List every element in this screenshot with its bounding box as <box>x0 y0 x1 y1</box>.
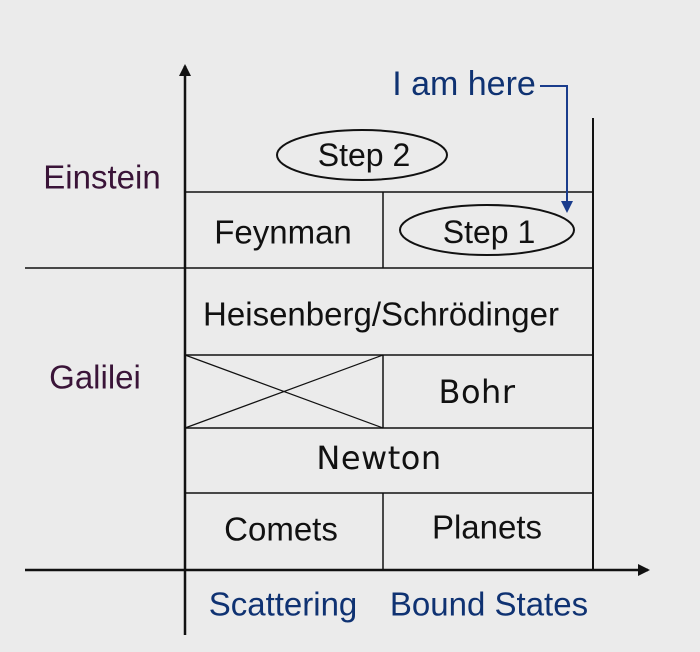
cell-bohr: Bohr <box>438 373 516 411</box>
row-label-einstein: Einstein <box>43 158 161 196</box>
step1-label: Step 1 <box>442 214 536 250</box>
pointer-label: I am here <box>392 65 536 103</box>
cell-heisenberg-schrodinger: Heisenberg/Schrödinger <box>203 295 559 333</box>
row-label-galilei: Galilei <box>49 358 141 396</box>
cell-comets: Comets <box>224 510 338 548</box>
cell-newton: Newton <box>316 439 442 477</box>
x-axis-label-bound-states: Bound States <box>389 585 589 623</box>
step1-ellipse <box>399 204 575 256</box>
crossed-empty-cell <box>184 354 384 429</box>
step2-label: Step 2 <box>317 137 411 173</box>
x-axis-label-scattering: Scattering <box>208 585 358 623</box>
pointer-arrow <box>540 85 573 213</box>
cell-planets: Planets <box>431 508 543 546</box>
step2-ellipse <box>276 129 448 181</box>
cell-feynman: Feynman <box>214 213 352 251</box>
